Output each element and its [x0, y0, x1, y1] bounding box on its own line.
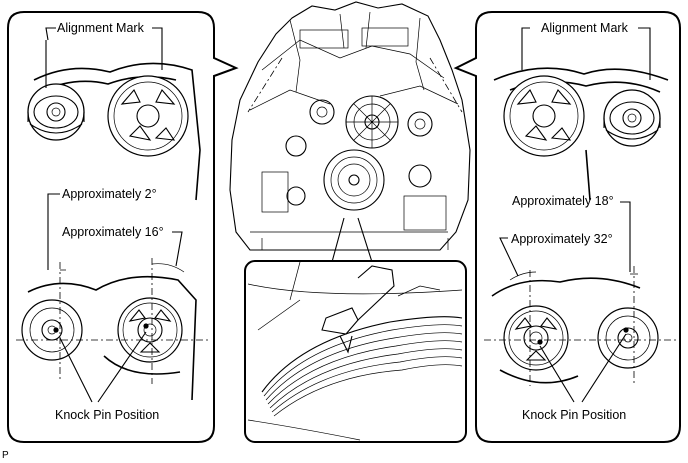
engine-illustration	[229, 1, 471, 251]
right-bottom-timing-chain	[491, 277, 641, 384]
figure-code: P	[2, 450, 9, 461]
left-knock-pin-label: Knock Pin Position	[55, 408, 159, 422]
right-panel-exhaust-camshafts: Alignment Mark Approximately 18° Approxi…	[453, 11, 681, 443]
left-bottom-timing-chain	[27, 275, 197, 401]
left-angle-16-leader	[172, 231, 183, 267]
left-panel-intake-camshafts: Alignment Mark Approximately 2° Approxim…	[7, 11, 239, 443]
right-angle-32-label: Approximately 32°	[511, 232, 613, 246]
right-alignment-leader-b	[638, 27, 651, 80]
right-camshaft-gear	[503, 75, 585, 157]
left-camshaft-gear	[107, 75, 189, 157]
left-angle-2-leader	[47, 193, 60, 270]
left-angle-16-label: Approximately 16°	[62, 225, 164, 239]
right-vvt-actuator	[603, 89, 661, 147]
right-alignment-leader-a	[521, 27, 530, 70]
right-angle-32-leader	[499, 237, 519, 277]
left-camshaft-gear-bottom	[117, 297, 183, 363]
right-knock-pin-leaders	[539, 333, 627, 403]
right-angle-18-leader	[620, 201, 631, 272]
left-vvt-actuator-bottom	[21, 299, 83, 361]
left-knock-pin-b	[143, 323, 149, 329]
left-vvt-actuator	[27, 83, 85, 141]
crankshaft-pulley-inset	[244, 260, 467, 443]
left-angle-2-label: Approximately 2°	[62, 187, 157, 201]
zoom-connector	[331, 217, 373, 263]
left-alignment-label: Alignment Mark	[57, 21, 145, 35]
left-knock-pin-leaders	[59, 331, 147, 403]
right-angle-18-label: Approximately 18°	[512, 194, 614, 208]
right-knock-pin-b	[623, 327, 629, 333]
right-knock-pin-a	[537, 339, 543, 345]
right-vvt-actuator-bottom	[597, 307, 659, 369]
right-camshaft-gear-bottom	[503, 305, 569, 371]
left-alignment-leader-a	[45, 27, 56, 88]
right-alignment-label: Alignment Mark	[541, 21, 629, 35]
left-alignment-leader-b	[152, 27, 163, 70]
left-knock-pin-a	[53, 327, 59, 333]
right-knock-pin-label: Knock Pin Position	[522, 408, 626, 422]
